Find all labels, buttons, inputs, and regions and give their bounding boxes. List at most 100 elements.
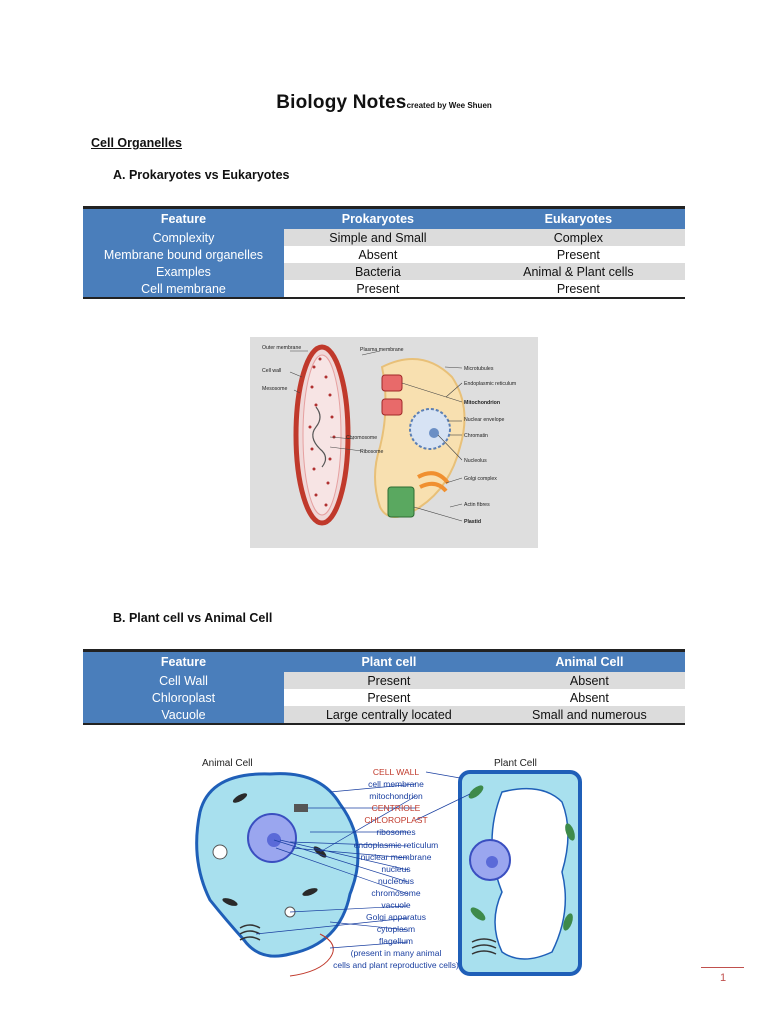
svg-text:Cell wall: Cell wall <box>262 368 281 374</box>
label-vacuole: vacuole <box>381 900 411 910</box>
mitochondrion <box>382 375 402 391</box>
svg-text:Golgi complex: Golgi complex <box>464 476 497 482</box>
svg-text:CHLOROPLAST: CHLOROPLAST <box>364 815 427 825</box>
svg-text:CENTRIOLE: CENTRIOLE <box>372 803 421 813</box>
svg-text:endoplasmic reticulum: endoplasmic reticulum <box>354 840 439 850</box>
label-ribosomes: ribosomes <box>376 827 415 837</box>
table-cell: Bacteria <box>284 263 472 280</box>
page-title: Biology Notes <box>276 92 406 113</box>
table-cell: Present <box>284 689 494 706</box>
svg-text:vacuole: vacuole <box>381 900 411 910</box>
label-microtubules: Microtubules <box>464 366 494 372</box>
table-cell: Complex <box>472 229 685 246</box>
svg-text:Chromosome: Chromosome <box>346 435 377 441</box>
table-cell: Large centrally located <box>284 706 494 724</box>
cell-illustration: Outer membrane Cell wall Mesosome Plasma… <box>250 337 538 548</box>
label-cell-wall: Cell wall <box>262 368 281 374</box>
svg-text:Plasma membrane: Plasma membrane <box>360 347 404 353</box>
label-chromosome: Chromosome <box>346 435 377 441</box>
label-mesosome: Mesosome <box>262 386 287 392</box>
table-cell: Animal & Plant cells <box>472 263 685 280</box>
table-row: Chloroplast Present Absent <box>83 689 685 706</box>
table-cell: Present <box>472 246 685 263</box>
svg-text:(present in many animal: (present in many animal <box>351 948 442 958</box>
part-b-heading: B. Plant cell vs Animal Cell <box>113 611 272 625</box>
svg-text:Mitochondrion: Mitochondrion <box>464 400 500 406</box>
svg-text:nucleus: nucleus <box>381 864 410 874</box>
table-cell: Present <box>472 280 685 298</box>
label-mitochondrion: mitochondrion <box>369 791 423 801</box>
label-er: endoplasmic reticulum <box>354 840 439 850</box>
author-credit: created by Wee Shuen <box>407 101 492 110</box>
column-header: Feature <box>83 208 284 230</box>
svg-text:ribosomes: ribosomes <box>376 827 415 837</box>
column-header: Eukaryotes <box>472 208 685 230</box>
svg-text:chromosome: chromosome <box>371 888 420 898</box>
table-cell: Present <box>284 672 494 689</box>
label-note-line2: cells and plant reproductive cells) <box>333 960 459 970</box>
svg-text:CELL WALL: CELL WALL <box>373 767 419 777</box>
label-cell-wall: CELL WALL <box>373 767 419 777</box>
row-header: Complexity <box>83 229 284 246</box>
prokaryote-eukaryote-figure: Outer membrane Cell wall Mesosome Plasma… <box>250 337 538 548</box>
svg-text:mitochondrion: mitochondrion <box>369 791 423 801</box>
label-chromosome: chromosome <box>371 888 420 898</box>
table-row: Vacuole Large centrally located Small an… <box>83 706 685 724</box>
label-ribosome: Ribosome <box>360 449 383 455</box>
svg-text:flagellum: flagellum <box>379 936 413 946</box>
svg-text:cells and plant reproductive c: cells and plant reproductive cells) <box>333 960 459 970</box>
title-row: Biology Notescreated by Wee Shuen <box>0 92 768 114</box>
label-nuclear-membrane: nuclear membrane <box>361 852 432 862</box>
column-header: Plant cell <box>284 651 494 673</box>
label-nucleolus: Nucleolus <box>464 458 487 464</box>
table-cell: Present <box>284 280 472 298</box>
svg-text:Microtubules: Microtubules <box>464 366 494 372</box>
label-cell-membrane: cell membrane <box>368 779 424 789</box>
label-nucleus: nucleus <box>381 864 410 874</box>
table-header-row: Feature Prokaryotes Eukaryotes <box>83 208 685 230</box>
row-header: Membrane bound organelles <box>83 246 284 263</box>
table-cell: Small and numerous <box>494 706 685 724</box>
plant-nucleolus <box>486 856 498 868</box>
svg-text:Plastid: Plastid <box>464 519 481 525</box>
table-header-row: Feature Plant cell Animal Cell <box>83 651 685 673</box>
table-row: Cell membrane Present Present <box>83 280 685 298</box>
label-flagellum: flagellum <box>379 936 413 946</box>
mitochondrion <box>382 399 402 415</box>
row-header: Vacuole <box>83 706 284 724</box>
label-golgi: Golgi apparatus <box>366 912 426 922</box>
label-nucleolus: nucleolus <box>378 876 414 886</box>
table-cell: Absent <box>284 246 472 263</box>
plastid <box>388 487 414 517</box>
column-header: Prokaryotes <box>284 208 472 230</box>
animal-cell-body <box>197 774 358 957</box>
label-plasma-membrane: Plasma membrane <box>360 347 404 353</box>
row-header: Cell Wall <box>83 672 284 689</box>
plant-cell-title: Plant Cell <box>494 758 537 769</box>
animal-vacuole <box>213 845 227 859</box>
table-row: Membrane bound organelles Absent Present <box>83 246 685 263</box>
animal-cell-title: Animal Cell <box>202 758 253 769</box>
table-row: Complexity Simple and Small Complex <box>83 229 685 246</box>
row-header: Cell membrane <box>83 280 284 298</box>
label-outer-membrane: Outer membrane <box>262 345 301 351</box>
row-header: Chloroplast <box>83 689 284 706</box>
nucleus <box>410 409 450 449</box>
svg-text:Ribosome: Ribosome <box>360 449 383 455</box>
svg-text:nuclear membrane: nuclear membrane <box>361 852 432 862</box>
svg-text:nucleolus: nucleolus <box>378 876 414 886</box>
label-plastid: Plastid <box>464 519 481 525</box>
svg-text:Nucleolus: Nucleolus <box>464 458 487 464</box>
column-header: Feature <box>83 651 284 673</box>
label-mitochondrion: Mitochondrion <box>464 400 500 406</box>
plant-animal-table: Feature Plant cell Animal Cell Cell Wall… <box>83 649 685 725</box>
svg-text:Actin fibres: Actin fibres <box>464 502 490 508</box>
part-a-heading: A. Prokaryotes vs Eukaryotes <box>113 168 289 182</box>
svg-text:cell membrane: cell membrane <box>368 779 424 789</box>
svg-text:Nuclear envelope: Nuclear envelope <box>464 417 504 423</box>
label-nuclear-envelope: Nuclear envelope <box>464 417 504 423</box>
label-er: Endoplasmic reticulum <box>464 381 516 387</box>
column-header: Animal Cell <box>494 651 685 673</box>
nucleolus <box>429 428 439 438</box>
